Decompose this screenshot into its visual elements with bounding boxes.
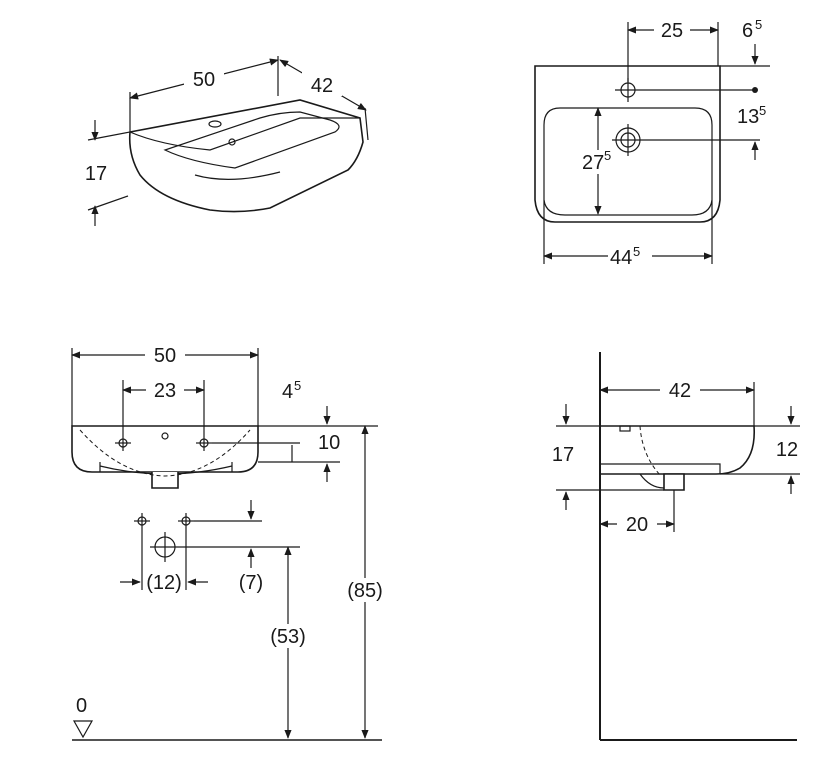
dim-inner-width-label: 44 xyxy=(610,247,632,269)
dim-overflow-height-label: 10 xyxy=(318,432,340,454)
dim-tap-depth-label: 13 xyxy=(737,106,759,128)
dim-rim-height-label: 12 xyxy=(776,439,798,461)
basin-top-bowl xyxy=(543,107,713,216)
dim-bowl-depth-label: 27 xyxy=(582,152,604,174)
dim-edge-offset-label: 6 xyxy=(742,20,753,42)
basin-bowl xyxy=(163,111,340,169)
side-view: 42 17 12 20 xyxy=(552,352,800,741)
dim-drain-offset-label: 20 xyxy=(626,514,648,536)
perspective-view: 50 42 17 xyxy=(85,56,369,226)
dim-inner-width-sup: 5 xyxy=(633,244,640,259)
floor-level-icon xyxy=(72,720,94,739)
dim-bowl-depth-sup: 5 xyxy=(604,148,611,163)
basin-top-outline xyxy=(534,65,721,223)
dim-fixing-height-label: 4 xyxy=(282,381,293,403)
dim-fixing-spacing-label: 23 xyxy=(154,380,176,402)
dim-mounting-height-label: (85) xyxy=(347,580,383,602)
dim-supply-drop-label: (7) xyxy=(239,572,263,594)
dim-tap-depth-sup: 5 xyxy=(759,103,766,118)
dim-width-label: 50 xyxy=(193,69,215,91)
basin-side-outline xyxy=(600,425,756,475)
floor-level-label: 0 xyxy=(76,695,87,717)
dim-drain-height-label: (53) xyxy=(270,626,306,648)
basin-front-outline xyxy=(71,425,259,473)
dim-supply-spacing-label: (12) xyxy=(146,572,182,594)
basin-outline xyxy=(128,99,364,213)
dim-height-label: 17 xyxy=(85,163,107,185)
dim-fixing-height-sup: 5 xyxy=(294,378,301,393)
dim-front-width-label: 50 xyxy=(154,345,176,367)
top-view: 25 6 5 13 5 27 5 44 5 xyxy=(534,17,770,269)
dim-side-height-label: 17 xyxy=(552,444,574,466)
dim-tap-offset-label: 25 xyxy=(661,20,683,42)
dim-depth-label: 42 xyxy=(311,75,333,97)
dim-edge-offset-sup: 5 xyxy=(755,17,762,32)
dim-side-depth-label: 42 xyxy=(669,380,691,402)
front-view: 50 23 4 5 10 xyxy=(71,343,391,741)
